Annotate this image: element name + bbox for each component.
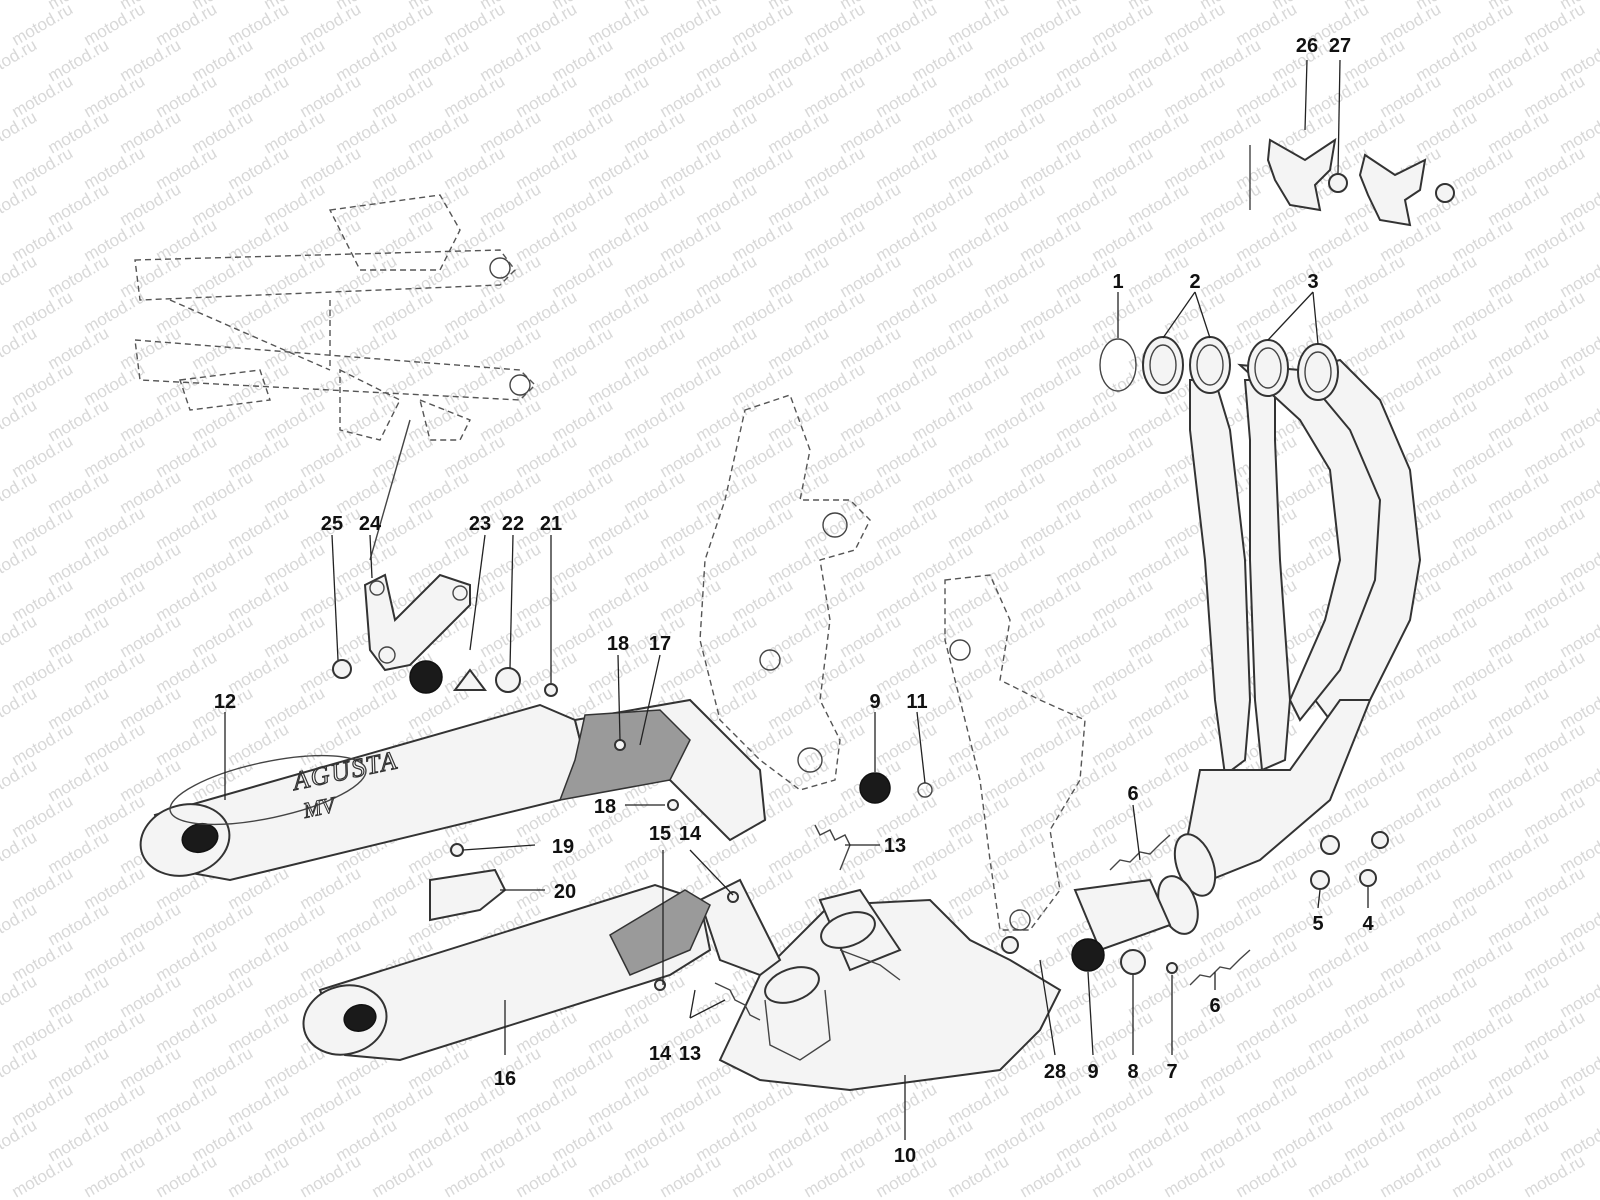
watermark-text: motod.ru — [729, 1151, 797, 1200]
callout-6-upper: 6 — [1127, 783, 1138, 805]
watermark-text: motod.ru — [369, 1151, 437, 1200]
watermark-text: motod.ru — [0, 0, 40, 13]
callout-2: 2 — [1189, 271, 1200, 293]
callout-10: 10 — [894, 1145, 916, 1167]
callout-9-upper: 9 — [869, 691, 880, 713]
watermark-text: motod.ru — [81, 1151, 149, 1200]
watermark-text: motod.ru — [1233, 1151, 1301, 1200]
watermark-text: motod.ru — [0, 1043, 40, 1093]
callout-18-upper: 18 — [607, 633, 629, 655]
callout-11: 11 — [906, 691, 927, 713]
watermark-text: motod.ru — [1521, 1151, 1589, 1200]
watermark-text: motod.ru — [9, 1151, 77, 1200]
watermark-text: motod.ru — [0, 827, 40, 877]
watermark-text: motod.ru — [1161, 1151, 1229, 1200]
callout-13-upper: 13 — [884, 835, 906, 857]
callout-15: 15 — [649, 823, 671, 845]
callout-18-lower: 18 — [594, 796, 616, 818]
watermark-text: motod.ru — [0, 467, 40, 517]
watermark-text: motod.ru — [153, 1151, 221, 1200]
callout-22: 22 — [502, 513, 524, 535]
watermark-text: motod.ru — [585, 1151, 653, 1200]
callout-7: 7 — [1166, 1061, 1177, 1083]
callout-21: 21 — [540, 513, 562, 535]
watermark-text: motod.ru — [0, 1115, 40, 1165]
watermark-text: motod.ru — [441, 1151, 509, 1200]
watermark-text: motod.ru — [0, 611, 40, 661]
callout-12: 12 — [214, 691, 236, 713]
callout-26: 26 — [1296, 35, 1318, 57]
watermark-text: motod.ru — [1377, 1151, 1445, 1200]
callout-3: 3 — [1307, 271, 1318, 293]
callout-4: 4 — [1362, 913, 1374, 935]
callout-5: 5 — [1312, 913, 1323, 935]
watermark-text: motod.ru — [0, 35, 40, 85]
callout-20: 20 — [554, 881, 576, 903]
watermark-text: motod.ru — [0, 179, 40, 229]
watermark-text: motod.ru — [297, 1151, 365, 1200]
callout-16: 16 — [494, 1068, 516, 1090]
lower-silencer-strap — [429, 868, 507, 922]
callout-17: 17 — [649, 633, 671, 655]
watermark-text: motod.ru — [0, 395, 40, 445]
watermark-text: motod.ru — [0, 971, 40, 1021]
watermark-text: motod.ru — [0, 683, 40, 733]
callout-9-lower: 9 — [1087, 1061, 1098, 1083]
callout-19: 19 — [552, 836, 574, 858]
watermark-text: motod.ru — [513, 1151, 581, 1200]
watermark-text: motod.ru — [0, 323, 40, 373]
watermark-text: motod.ru — [0, 539, 40, 589]
watermark-text: motod.ru — [1089, 1151, 1157, 1200]
watermark-text: motod.ru — [0, 899, 40, 949]
callout-25: 25 — [321, 513, 343, 535]
watermark-text: motod.ru — [0, 251, 40, 301]
callout-27: 27 — [1329, 35, 1351, 57]
watermark-text: motod.ru — [1017, 1151, 1085, 1200]
watermark-text: motod.ru — [0, 107, 40, 157]
watermark-text: motod.ru — [1449, 1151, 1517, 1200]
watermark-text: motod.ru — [1305, 1151, 1373, 1200]
callout-8: 8 — [1127, 1061, 1138, 1083]
watermark-text: motod.ru — [945, 1151, 1013, 1200]
watermark-text: motod.ru — [801, 1151, 869, 1200]
callout-24: 24 — [359, 513, 382, 535]
watermark-text: motod.ru — [0, 755, 40, 805]
callout-1: 1 — [1112, 271, 1123, 293]
watermark-text: motod.ru — [225, 1151, 293, 1200]
callout-6-lower: 6 — [1209, 995, 1220, 1017]
callout-23: 23 — [469, 513, 491, 535]
watermark-text: motod.ru — [657, 1151, 725, 1200]
callout-28: 28 — [1044, 1061, 1066, 1083]
callout-14-lower: 14 — [649, 1043, 672, 1065]
callout-14-upper: 14 — [679, 823, 702, 845]
callout-13-lower: 13 — [679, 1043, 701, 1065]
